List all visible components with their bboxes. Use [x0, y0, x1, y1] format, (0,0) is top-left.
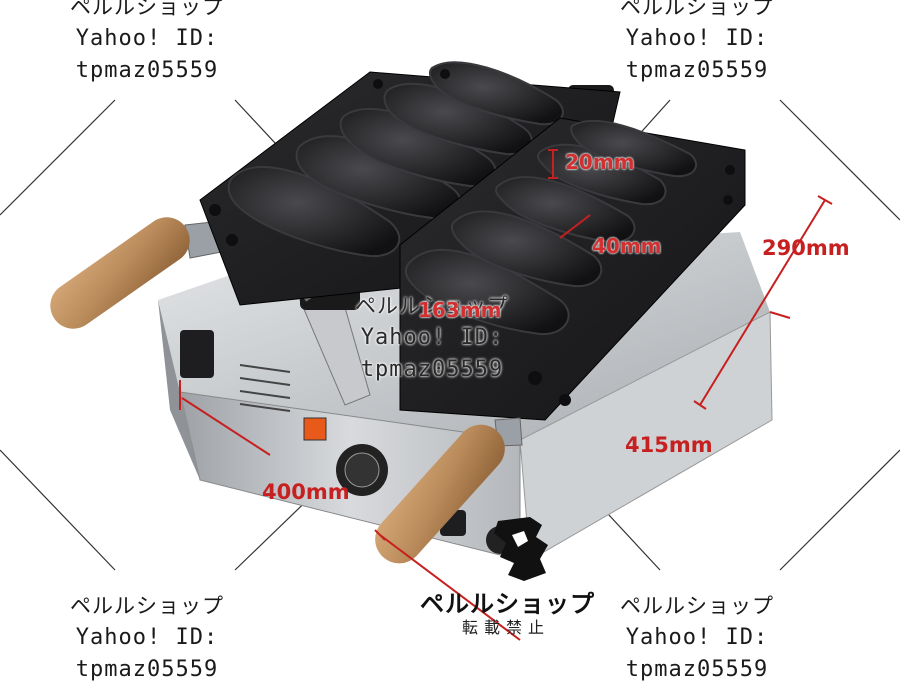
dimension-label-163mm: 163mm: [418, 298, 502, 322]
dimension-label-40mm: 40mm: [592, 234, 662, 258]
product-photo: [0, 61, 900, 641]
shop-logo-name: ペルルショップ: [420, 590, 595, 618]
watermark-top-right: ペルルショップ Yahoo! ID: tpmaz05559: [620, 0, 774, 87]
watermark-id-value: tpmaz05559: [360, 357, 504, 382]
watermark-id-value: tpmaz05559: [75, 657, 219, 682]
watermark-id-line: Yahoo! ID:: [625, 26, 769, 51]
shop-logo-notice: 転載禁止: [462, 618, 551, 637]
cooking-plate-right: [399, 117, 746, 421]
watermark-shop-name: ペルルショップ: [620, 594, 774, 618]
watermark-shop-name: ペルルショップ: [70, 0, 224, 19]
dimension-label-20mm: 20mm: [565, 150, 635, 174]
dimension-label-400mm: 400mm: [262, 480, 350, 504]
watermark-id-line: Yahoo! ID:: [360, 325, 504, 350]
watermark-id-line: Yahoo! ID:: [625, 625, 769, 650]
watermark-top-left: ペルルショップ Yahoo! ID: tpmaz05559: [70, 0, 224, 87]
right-wooden-handle: [375, 417, 523, 564]
watermark-shop-name: ペルルショップ: [620, 0, 774, 19]
watermark-shop-name: ペルルショップ: [355, 294, 509, 318]
watermark-bottom-right: ペルルショップ Yahoo! ID: tpmaz05559: [620, 590, 774, 686]
shop-logo-icon: [494, 517, 548, 581]
dimension-label-415mm: 415mm: [625, 433, 713, 457]
watermark-bottom-left: ペルルショップ Yahoo! ID: tpmaz05559: [70, 590, 224, 686]
watermark-id-value: tpmaz05559: [625, 58, 769, 83]
watermark-id-line: Yahoo! ID:: [75, 26, 219, 51]
cooking-plate-left: [199, 61, 621, 306]
watermark-shop-name: ペルルショップ: [70, 594, 224, 618]
watermark-id-value: tpmaz05559: [625, 657, 769, 682]
dimension-label-290mm: 290mm: [762, 236, 850, 260]
watermark-center: ペルルショップ Yahoo! ID: tpmaz05559: [355, 290, 509, 386]
watermark-id-line: Yahoo! ID:: [75, 625, 219, 650]
dimension-lines: [179, 149, 833, 641]
watermark-id-value: tpmaz05559: [75, 58, 219, 83]
